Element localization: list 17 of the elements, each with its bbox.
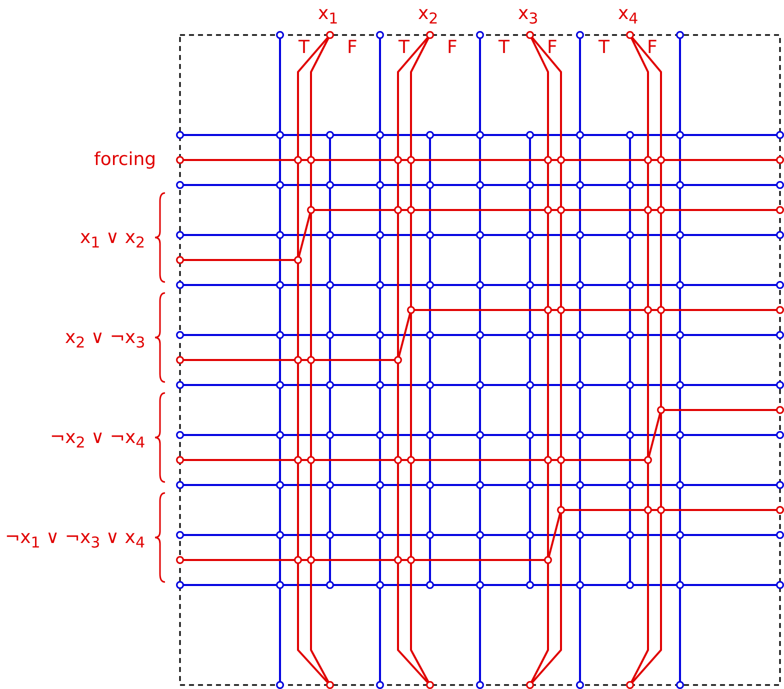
true-label: T	[398, 38, 410, 58]
false-label: F	[447, 38, 458, 58]
false-label: F	[547, 38, 558, 58]
variable-label: x$_{4}$	[618, 4, 638, 29]
variable-label: x$_{3}$	[518, 4, 538, 29]
true-label: T	[498, 38, 510, 58]
variable-label: x$_{1}$	[318, 4, 338, 29]
true-label: T	[598, 38, 610, 58]
true-label: T	[298, 38, 310, 58]
row-label: forcing	[94, 150, 156, 170]
clause-label: ¬x$_{2}$ ∨ ¬x$_{4}$	[50, 428, 146, 453]
variable-label: x$_{2}$	[418, 4, 438, 29]
false-label: F	[647, 38, 658, 58]
clause-label: ¬x$_{1}$ ∨ ¬x$_{3}$ ∨ x$_{4}$	[5, 528, 146, 553]
clause-label: x$_{1}$ ∨ x$_{2}$	[80, 228, 146, 253]
false-label: F	[347, 38, 358, 58]
clause-label: x$_{2}$ ∨ ¬x$_{3}$	[65, 328, 146, 353]
